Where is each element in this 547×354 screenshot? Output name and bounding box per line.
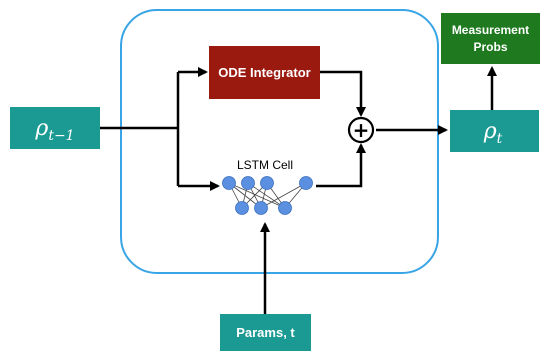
- sum-operator: +: [347, 116, 375, 144]
- sum-symbol: +: [353, 118, 370, 142]
- model-container: [120, 9, 439, 274]
- input-state-subscript: t−1: [48, 128, 74, 144]
- neuron: [235, 201, 249, 215]
- input-state-node: ρt−1: [10, 107, 100, 149]
- arrow-ode-to-sum: [320, 70, 366, 117]
- neuron: [260, 176, 274, 190]
- output-state-node: ρt: [450, 110, 539, 152]
- params-node: Params, t: [220, 314, 311, 351]
- input-state-symbol: ρ: [34, 116, 48, 141]
- arrow-lstm-to-sum: [316, 143, 366, 188]
- output-state-symbol: ρ: [483, 119, 497, 144]
- neuron: [278, 201, 292, 215]
- neuron: [299, 176, 313, 190]
- svg-text:ρt: ρt: [483, 119, 503, 147]
- neural-network-icon: [222, 176, 313, 215]
- neuron: [254, 201, 268, 215]
- measurement-label-line2: Probs: [473, 40, 507, 54]
- params-label: Params, t: [236, 325, 295, 340]
- measurement-probs-node: Measurement Probs: [441, 13, 540, 64]
- neuron: [241, 176, 255, 190]
- measurement-label-line1: Measurement: [452, 23, 529, 37]
- svg-text:ρt−1: ρt−1: [34, 116, 74, 144]
- lstm-cell-label: LSTM Cell: [237, 158, 293, 172]
- ode-integrator-node: ODE Integrator: [209, 46, 320, 99]
- neuron: [222, 176, 236, 190]
- ode-integrator-label: ODE Integrator: [218, 65, 310, 80]
- output-state-subscript: t: [497, 131, 503, 147]
